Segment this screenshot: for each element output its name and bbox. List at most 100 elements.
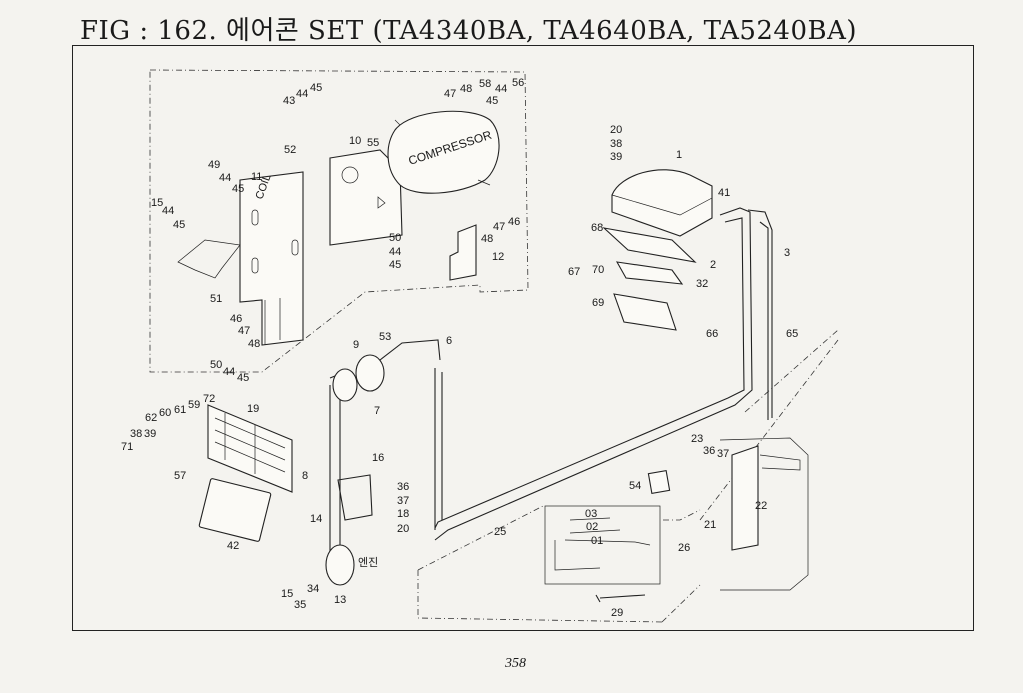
inset-outline: [149, 69, 529, 373]
callout-12: 12: [492, 251, 504, 263]
callout-68: 68: [591, 222, 603, 234]
callout-38: 38: [130, 428, 142, 440]
engine-label: 엔진: [358, 556, 378, 569]
callout-44: 44: [223, 366, 235, 378]
diagram-frame: [72, 45, 974, 631]
callout-65: 65: [786, 328, 798, 340]
callout-42: 42: [227, 540, 239, 552]
callout-59: 59: [188, 399, 200, 411]
compressor: COMPRESSOR: [387, 110, 500, 194]
evaporator-unit: [611, 169, 713, 237]
plate-54: [647, 469, 671, 495]
callout-39: 39: [610, 151, 622, 163]
callout-39: 39: [144, 428, 156, 440]
callout-45: 45: [237, 372, 249, 384]
callout-7: 7: [374, 405, 380, 417]
callout-01: 01: [591, 535, 603, 547]
callout-37: 37: [717, 448, 729, 460]
callout-15: 15: [281, 588, 293, 600]
filter-70: [615, 261, 684, 285]
callout-51: 51: [210, 293, 222, 305]
plate-bracket: [177, 239, 241, 279]
wiring-box: [544, 505, 661, 585]
coil-plate: COIL: [239, 171, 304, 346]
callout-66: 66: [706, 328, 718, 340]
callout-71: 71: [121, 441, 133, 453]
callout-53: 53: [379, 331, 391, 343]
frame-68: [602, 227, 697, 263]
callout-1: 1: [676, 149, 682, 161]
callout-36: 36: [397, 481, 409, 493]
callout-44: 44: [296, 88, 308, 100]
callout-49: 49: [208, 159, 220, 171]
callout-38: 38: [610, 138, 622, 150]
callout-70: 70: [592, 264, 604, 276]
callout-54: 54: [629, 480, 641, 492]
callout-35: 35: [294, 599, 306, 611]
callout-02: 02: [586, 521, 598, 533]
callout-41: 41: [718, 187, 730, 199]
bracket-12: [449, 224, 477, 281]
figure-title: FIG : 162. 에어콘 SET (TA4340BA, TA4640BA, …: [80, 16, 858, 46]
callout-9: 9: [353, 339, 359, 351]
bolt-29: [595, 594, 646, 603]
callout-3: 3: [784, 247, 790, 259]
callout-45: 45: [232, 183, 244, 195]
condenser: [207, 404, 293, 493]
callout-26: 26: [678, 542, 690, 554]
callout-72: 72: [203, 393, 215, 405]
callout-44: 44: [219, 172, 231, 184]
callout-69: 69: [592, 297, 604, 309]
callout-32: 32: [696, 278, 708, 290]
callout-56: 56: [512, 77, 524, 89]
callout-45: 45: [310, 82, 322, 94]
condenser-cover: [198, 478, 272, 542]
callout-8: 8: [302, 470, 308, 482]
callout-62: 62: [145, 412, 157, 424]
callout-45: 45: [173, 219, 185, 231]
callout-47: 47: [238, 325, 250, 337]
callout-11: 11: [251, 171, 262, 183]
hose-main: [434, 207, 753, 541]
callout-20: 20: [397, 523, 409, 535]
grille-69: [613, 293, 677, 331]
callout-21: 21: [704, 519, 716, 531]
callout-44: 44: [389, 246, 401, 258]
callout-19: 19: [247, 403, 259, 415]
callout-15: 15: [151, 197, 163, 209]
callout-22: 22: [755, 500, 767, 512]
callout-37: 37: [397, 495, 409, 507]
callout-13: 13: [334, 594, 346, 606]
callout-23: 23: [691, 433, 703, 445]
callout-67: 67: [568, 266, 580, 278]
callout-50: 50: [210, 359, 222, 371]
callout-44: 44: [162, 205, 174, 217]
callout-45: 45: [486, 95, 498, 107]
belt-pulley: 엔진: [325, 368, 378, 586]
callout-34: 34: [307, 583, 319, 595]
callout-6: 6: [446, 335, 452, 347]
callout-16: 16: [372, 452, 384, 464]
callout-50: 50: [389, 232, 401, 244]
callout-44: 44: [495, 83, 507, 95]
callout-25: 25: [494, 526, 506, 538]
callout-43: 43: [283, 95, 295, 107]
callout-46: 46: [230, 313, 242, 325]
wiring: [554, 517, 651, 571]
lower-outline: [417, 329, 839, 623]
callout-47: 47: [493, 221, 505, 233]
callout-52: 52: [284, 144, 296, 156]
callout-61: 61: [174, 404, 186, 416]
callout-55: 55: [367, 137, 379, 149]
compressor-bracket: [329, 149, 403, 246]
callout-47: 47: [444, 88, 456, 100]
callout-2: 2: [710, 259, 716, 271]
page-number: 358: [505, 656, 526, 671]
callout-36: 36: [703, 445, 715, 457]
callout-48: 48: [248, 338, 260, 350]
cab-post: [719, 437, 809, 591]
callout-29: 29: [611, 607, 623, 619]
callout-03: 03: [585, 508, 597, 520]
callout-58: 58: [479, 78, 491, 90]
